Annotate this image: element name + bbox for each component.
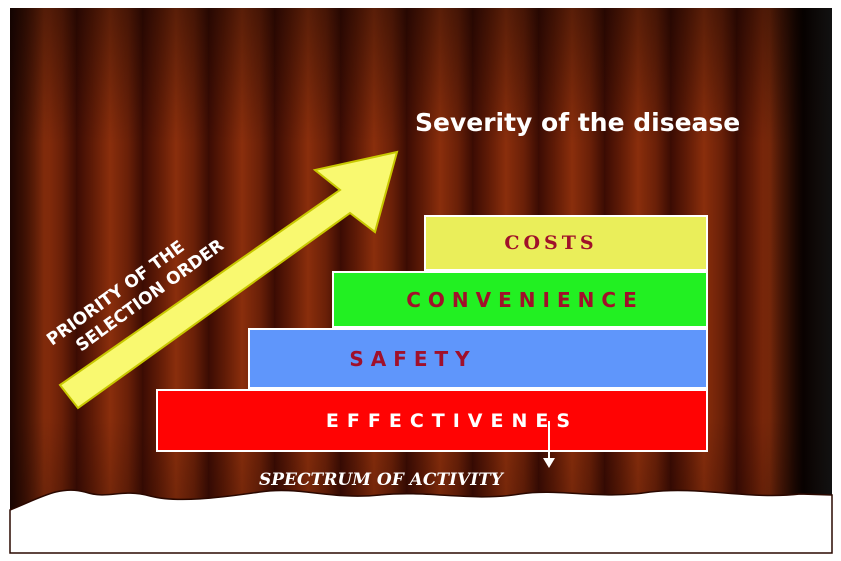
stage-floor-shape	[9, 489, 833, 554]
spectrum-of-activity-label: SPECTRUM OF ACTIVITY	[259, 470, 503, 490]
curtain-left-shade	[10, 8, 50, 553]
curtain-right-shade	[762, 8, 832, 553]
priority-arrow-shape	[58, 150, 399, 410]
step-convenience: CONVENIENCE	[332, 271, 708, 328]
pointer-arrow-head	[543, 458, 555, 468]
step-safety: SAFETY	[248, 328, 708, 389]
step-effectiveness: EFFECTIVENES	[156, 389, 708, 452]
severity-title: Severity of the disease	[415, 108, 741, 137]
step-costs: COSTS	[424, 215, 708, 271]
